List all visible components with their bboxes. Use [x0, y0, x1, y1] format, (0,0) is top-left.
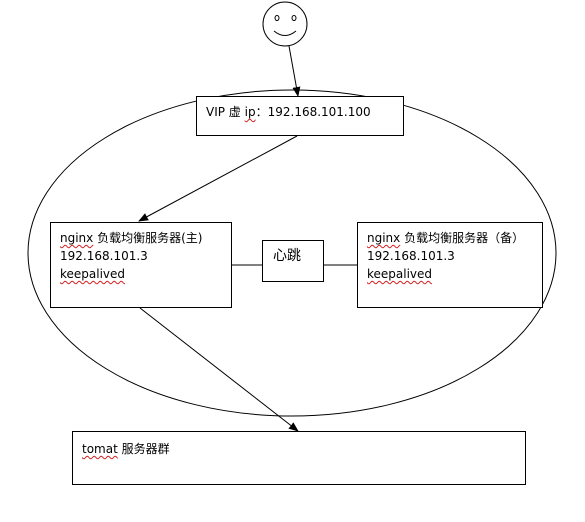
backup-software-line: keepalived	[367, 265, 542, 283]
cluster-ellipse	[27, 89, 557, 417]
vip-label: VIP 虚	[206, 105, 241, 119]
vip-box: VIP 虚 ip：192.168.101.100	[196, 96, 404, 136]
master-ip: 192.168.101.3	[60, 249, 148, 263]
backup-name-line: nginx 负载均衡服务器（备）	[367, 229, 542, 247]
tomcat-name-line: tomat 服务器群	[82, 440, 525, 458]
tomcat-name-rest: 服务器群	[117, 442, 170, 456]
master-to-tomcat-arrow	[139, 307, 299, 432]
tomcat-cluster-box: tomat 服务器群	[72, 431, 526, 485]
vip-to-master-arrow	[138, 135, 298, 222]
backup-ip: 192.168.101.3	[367, 249, 455, 263]
master-nginx-word: nginx	[60, 231, 94, 245]
master-software-line: keepalived	[60, 265, 231, 283]
backup-software: keepalived	[367, 267, 433, 281]
heartbeat-box: 心跳	[262, 240, 324, 282]
heartbeat-label: 心跳	[273, 248, 301, 264]
vip-address: ：192.168.101.100	[255, 105, 371, 119]
master-nginx-box: nginx 负载均衡服务器(主) 192.168.101.3 keepalive…	[50, 222, 232, 308]
master-software: keepalived	[60, 267, 126, 281]
tomcat-word: tomat	[82, 442, 118, 456]
client-to-vip-arrow	[288, 45, 301, 97]
master-name-rest: 负载均衡服务器(主)	[93, 231, 203, 245]
backup-nginx-box: nginx 负载均衡服务器（备） 192.168.101.3 keepalive…	[357, 222, 543, 308]
smiley-face-icon	[262, 1, 308, 47]
vip-label-line: VIP 虚 ip：192.168.101.100	[206, 103, 403, 121]
master-name-line: nginx 负载均衡服务器(主)	[60, 229, 231, 247]
backup-nginx-word: nginx	[367, 231, 401, 245]
backup-name-rest: 负载均衡服务器（备）	[400, 231, 525, 245]
vip-ip-word: ip	[244, 105, 256, 119]
